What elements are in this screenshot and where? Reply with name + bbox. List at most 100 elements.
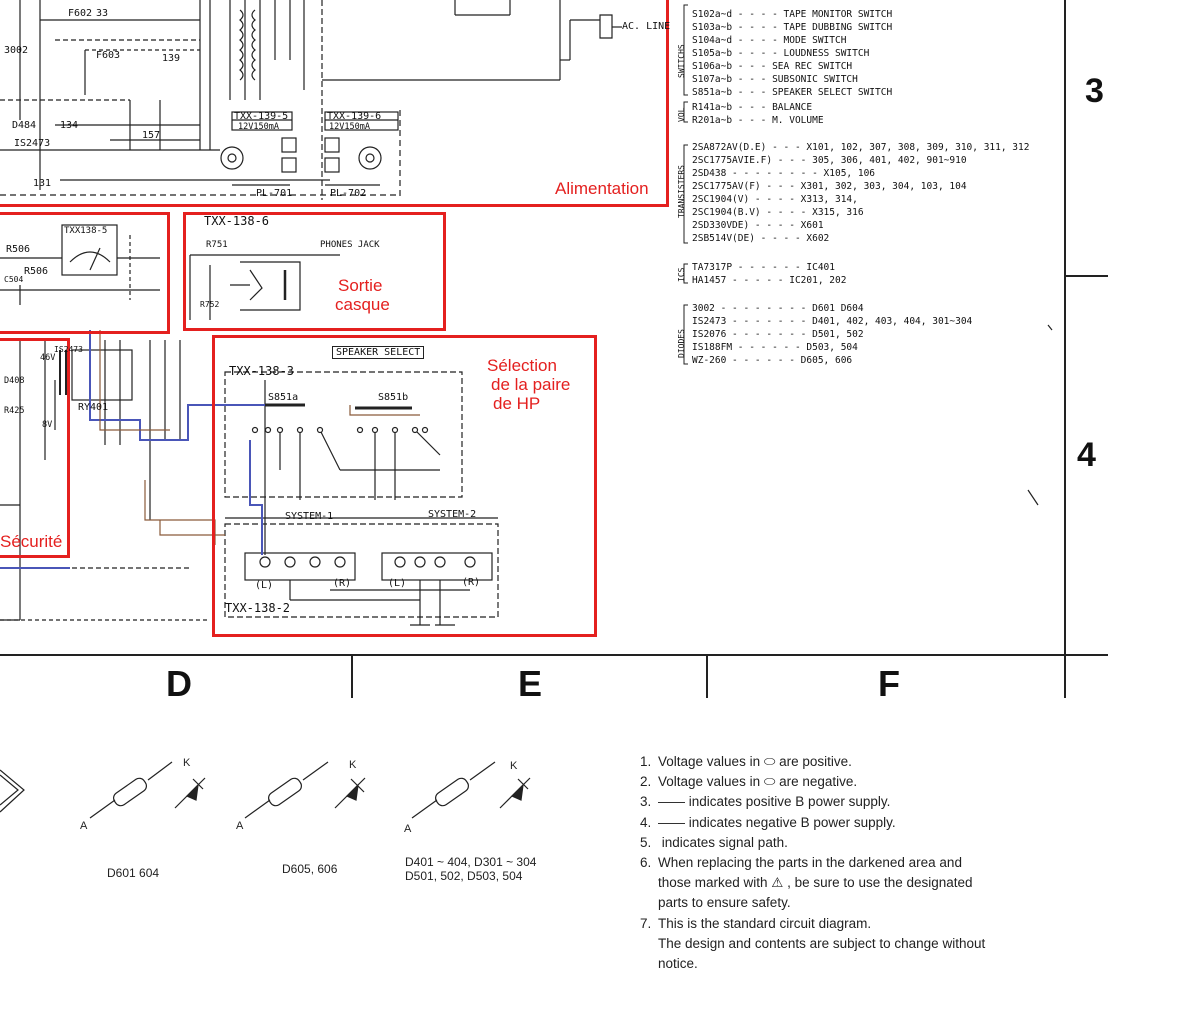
- note-text: —— indicates positive B power supply.: [658, 794, 891, 809]
- label-l2: (L): [388, 578, 407, 589]
- label-r752: R752: [200, 300, 220, 309]
- label-r506b: R506: [24, 266, 49, 277]
- label-134: 134: [60, 120, 79, 131]
- switch-item: S104a~d - - - - MODE SWITCH: [692, 35, 847, 46]
- label-lamp2-rating: 12V150mA: [329, 122, 370, 132]
- label-speaker-select: SPEAKER SELECT: [332, 346, 425, 359]
- switch-item: S103a~b - - - - TAPE DUBBING SWITCH: [692, 22, 893, 33]
- label-s851b: S851b: [378, 392, 409, 403]
- diode1-part-label: D601 604: [107, 866, 160, 880]
- note-number: 7.: [640, 916, 652, 931]
- note-item: 7. This is the standard circuit diagram.: [640, 916, 871, 931]
- diode2-cathode-label: K: [349, 759, 357, 771]
- label-system2: SYSTEM-2: [428, 509, 477, 520]
- label-r506a: R506: [6, 244, 31, 255]
- diode-item: WZ-260 - - - - - - D605, 606: [692, 355, 853, 366]
- switch-item: S105a~b - - - - LOUDNESS SWITCH: [692, 48, 870, 59]
- switches-group-label: SWITCHS: [677, 44, 686, 78]
- label-system1: SYSTEM-1: [285, 511, 334, 522]
- safety-section-box: [0, 338, 70, 558]
- grid-col-d: D: [166, 663, 192, 704]
- vol-group-label: VOL: [677, 107, 686, 122]
- label-8v: 8V: [42, 420, 53, 430]
- note-text: This is the standard circuit diagram.: [658, 916, 872, 931]
- headphones-annotation-line2: casque: [335, 295, 390, 314]
- note-item: The design and contents are subject to c…: [640, 936, 985, 951]
- label-lamp1-rating: 12V150mA: [238, 122, 279, 132]
- note-item: 4. —— indicates negative B power supply.: [640, 815, 896, 830]
- diode-item: IS188FM - - - - - - D503, 504: [692, 342, 858, 353]
- label-pl701: PL-701: [256, 188, 293, 199]
- ics-group-label: ICS: [677, 267, 686, 282]
- switch-item: S106a~b - - - SEA REC SWITCH: [692, 61, 853, 72]
- diode3-anode-label: A: [404, 823, 412, 835]
- label-3002: 3002: [4, 45, 29, 56]
- safety-annotation: Sécurité: [0, 532, 63, 551]
- label-txx138-5: TXX138-5: [64, 226, 108, 236]
- note-text: When replacing the parts in the darkened…: [658, 855, 962, 870]
- label-r1: (R): [333, 578, 352, 589]
- label-txx138-6: TXX-138-6: [204, 214, 270, 228]
- label-f603: F603: [96, 50, 121, 61]
- note-text: —— indicates negative B power supply.: [658, 815, 896, 830]
- label-131: 131: [33, 178, 52, 189]
- headphones-annotation-line1: Sortie: [338, 276, 383, 295]
- label-r425: R425: [4, 406, 25, 416]
- label-s851a: S851a: [268, 392, 299, 403]
- label-is2473b: IS2473: [54, 345, 83, 354]
- vol-item: R201a~b - - - M. VOLUME: [692, 115, 824, 126]
- label-r2: (R): [462, 577, 481, 588]
- diode1-anode-label: A: [80, 820, 88, 832]
- note-item: those marked with ⚠ , be sure to use the…: [640, 875, 973, 891]
- note-text: Voltage values in ⬭ are negative.: [658, 774, 858, 789]
- speaker-pair-section-box: [212, 335, 597, 637]
- note-text: Voltage values in ⬭ are positive.: [658, 754, 852, 769]
- switch-item: S102a~d - - - - TAPE MONITOR SWITCH: [692, 9, 893, 20]
- note-number: 1.: [640, 754, 652, 769]
- diode3-cathode-label: K: [510, 760, 518, 772]
- diode-item: 3002 - - - - - - - - D601 D604: [692, 303, 864, 314]
- diode-item: IS2473 - - - - - - - D401, 402, 403, 404…: [692, 316, 973, 327]
- label-txx138-2: TXX-138-2: [225, 601, 291, 615]
- note-number: 4.: [640, 815, 652, 830]
- label-txx139-5: TXX-139-5: [234, 111, 289, 122]
- power-annotation: Alimentation: [555, 179, 649, 198]
- transistor-item: 2SA872AV(D.E) - - - X101, 102, 307, 308,…: [692, 142, 1030, 153]
- label-r751: R751: [206, 240, 228, 250]
- note-text: notice.: [658, 956, 698, 971]
- note-item: 6. When replacing the parts in the darken…: [640, 855, 962, 870]
- label-d408: D408: [4, 376, 25, 386]
- label-139: 139: [162, 53, 181, 64]
- diode2-anode-label: A: [236, 820, 244, 832]
- note-number: 2.: [640, 774, 652, 789]
- label-pl702: PL-702: [330, 188, 367, 199]
- label-txx138-3: TXX-138-3: [229, 364, 295, 378]
- note-text: The design and contents are subject to c…: [658, 936, 986, 951]
- note-number: 5.: [640, 835, 652, 850]
- transistor-item: 2SC1775AVIE.F) - - - 305, 306, 401, 402,…: [692, 155, 967, 166]
- note-item: notice.: [640, 956, 698, 971]
- label-ac-line: AC. LINE: [622, 21, 671, 32]
- label-f602: F602: [68, 8, 93, 19]
- note-item: 5. indicates signal path.: [640, 835, 788, 850]
- transistor-item: 2SC1904(B.V) - - - - X315, 316: [692, 207, 864, 218]
- transistor-item: 2SC1775AV(F) - - - X301, 302, 303, 304, …: [692, 181, 967, 192]
- diode-item: IS2076 - - - - - - - D501, 502: [692, 329, 864, 340]
- diodes-group-label: DIODES: [677, 329, 686, 358]
- meter-section-box: [0, 212, 170, 334]
- transistor-item: 2SD330VDE) - - - - X601: [692, 220, 824, 231]
- ic-item: TA7317P - - - - - - IC401: [692, 262, 835, 273]
- label-46v: 46V: [40, 353, 56, 363]
- label-is2473: IS2473: [14, 138, 51, 149]
- switch-item: S851a~b - - - SPEAKER SELECT SWITCH: [692, 87, 893, 98]
- grid-row-4: 4: [1077, 436, 1096, 474]
- headphones-section-box: [183, 212, 446, 331]
- note-text: indicates signal path.: [658, 835, 788, 850]
- transistor-item: 2SB514V(DE) - - - - X602: [692, 233, 830, 244]
- transistor-item: 2SD438 - - - - - - - - X105, 106: [692, 168, 876, 179]
- grid-col-f: F: [878, 663, 900, 704]
- note-number: 6.: [640, 855, 652, 870]
- transistor-item: 2SC1904(V) - - - - X313, 314,: [692, 194, 858, 205]
- note-item: 2. Voltage values in ⬭ are negative.: [640, 774, 857, 790]
